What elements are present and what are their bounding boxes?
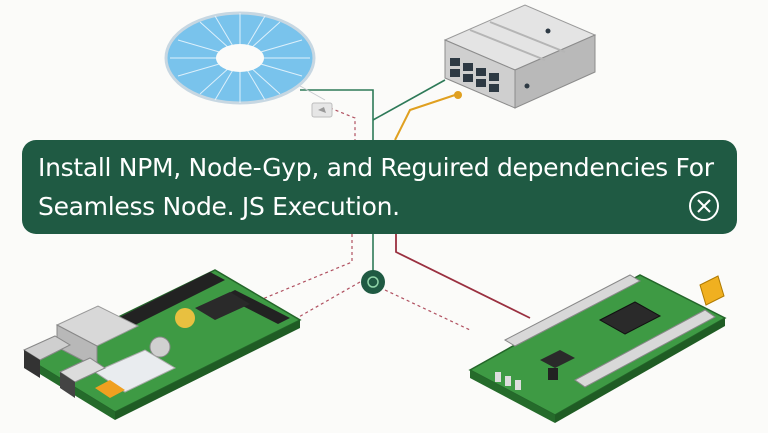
disc-icon	[164, 11, 316, 105]
banner-title-line-1: Install NPM, Node-Gyp, and Reguired depe…	[38, 153, 714, 182]
title-banner: Install NPM, Node-Gyp, and Reguired depe…	[22, 140, 737, 234]
node-hub-icon	[361, 270, 385, 294]
close-x-glyph	[697, 199, 711, 213]
close-icon[interactable]	[689, 191, 719, 221]
green-pcb-board-icon	[468, 274, 727, 423]
network-switch-icon	[443, 4, 597, 109]
banner-title-line-2: Seamless Node. JS Execution.	[38, 192, 400, 221]
raspberry-pi-board-icon	[22, 269, 302, 420]
small-connector-icon	[311, 102, 333, 118]
